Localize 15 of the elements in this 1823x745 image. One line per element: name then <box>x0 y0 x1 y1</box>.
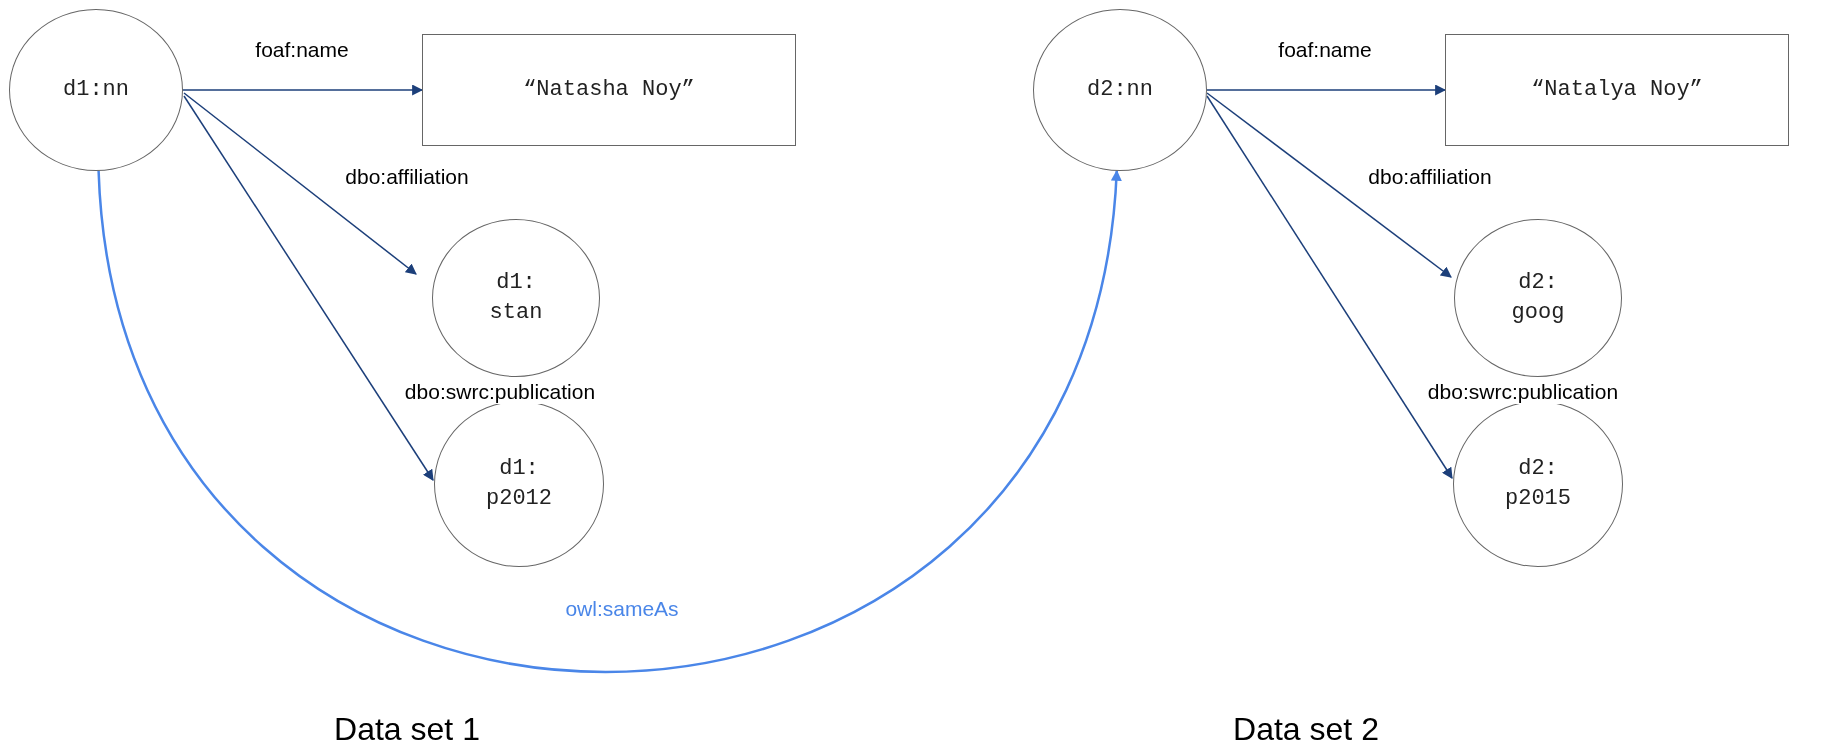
dataset-caption: Data set 2 <box>1233 710 1379 745</box>
arrow <box>183 95 434 481</box>
literal-box: “Natasha Noy” <box>422 34 796 146</box>
arrow <box>183 92 417 275</box>
resource-ellipse: d2: goog <box>1454 219 1622 377</box>
arrow <box>1206 84 1447 96</box>
resource-ellipse: d1:nn <box>9 9 183 171</box>
arrow <box>1206 95 1453 479</box>
resource-ellipse: d2:nn <box>1033 9 1207 171</box>
literal-box: “Natalya Noy” <box>1445 34 1789 146</box>
arrow <box>97 169 1121 673</box>
arrow <box>1206 92 1452 278</box>
arrow <box>182 84 424 96</box>
dataset-caption: Data set 1 <box>334 710 480 745</box>
resource-ellipse: d1: stan <box>432 219 600 377</box>
